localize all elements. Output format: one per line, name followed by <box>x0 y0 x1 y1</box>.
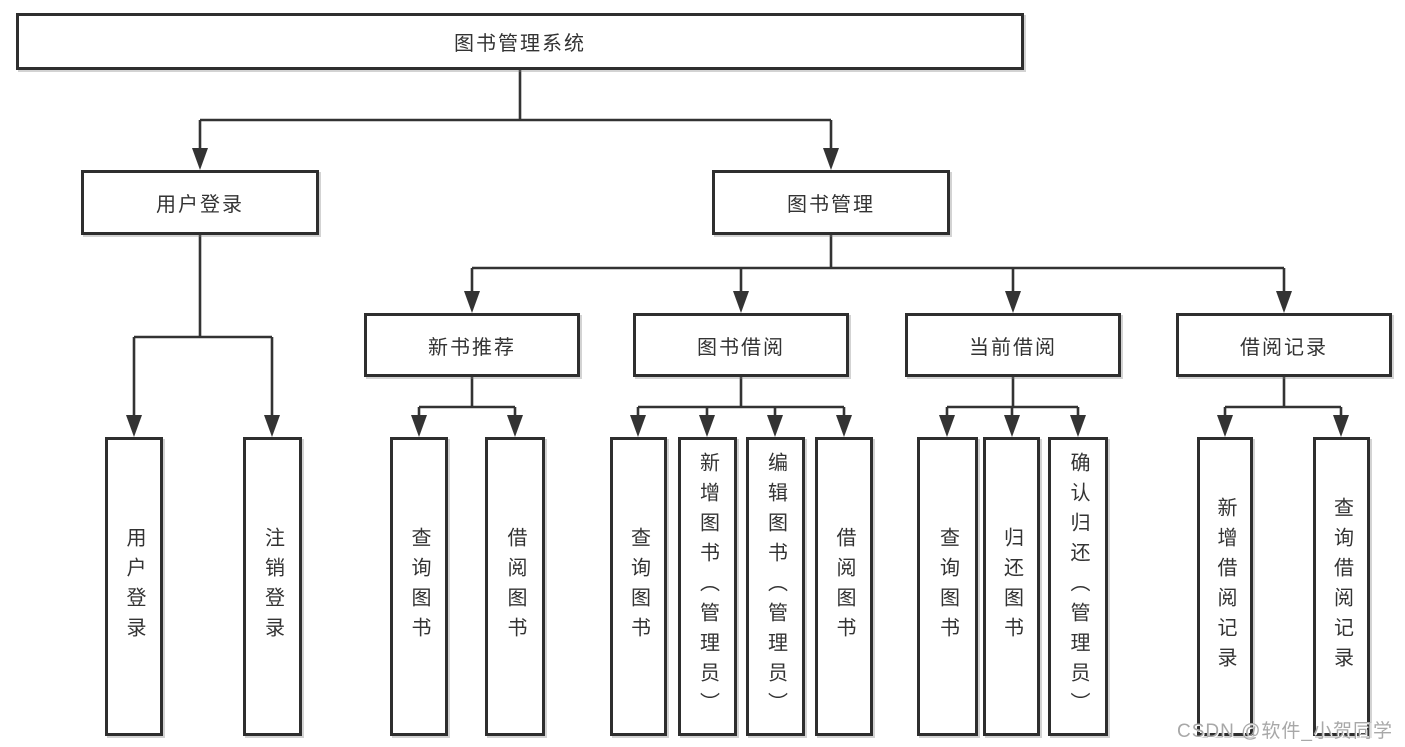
leaf-return-book: 归还图书 <box>983 437 1040 736</box>
node-label: 图书管理 <box>787 194 875 216</box>
node-label: 用户登录 <box>156 194 244 216</box>
node-label: 新增图书（管理员） <box>696 451 719 722</box>
node-label: 归还图书 <box>1000 526 1023 647</box>
leaf-borrow-book: 借阅图书 <box>815 437 873 736</box>
node-book-borrow: 图书借阅 <box>633 313 849 377</box>
leaf-user-login: 用户登录 <box>105 437 163 736</box>
leaf-query-borrow-record: 查询借阅记录 <box>1313 437 1370 736</box>
leaf-edit-book-admin: 编辑图书（管理员） <box>746 437 805 736</box>
node-label: 图书管理系统 <box>454 33 586 55</box>
node-label: 查询图书 <box>408 526 430 647</box>
leaf-confirm-return-admin: 确认归还（管理员） <box>1048 437 1108 736</box>
node-label: 新增借阅记录 <box>1214 496 1236 677</box>
node-new-book-recommend: 新书推荐 <box>364 313 580 377</box>
node-label: 借阅图书 <box>833 526 855 647</box>
node-user-login-branch: 用户登录 <box>81 170 319 235</box>
leaf-query-book-recommend: 查询图书 <box>390 437 448 736</box>
node-borrow-records: 借阅记录 <box>1176 313 1392 377</box>
leaf-add-book-admin: 新增图书（管理员） <box>678 437 737 736</box>
node-label: 确认归还（管理员） <box>1067 451 1089 722</box>
leaf-query-book-current: 查询图书 <box>917 437 978 736</box>
node-current-borrow: 当前借阅 <box>905 313 1121 377</box>
node-label: 查询图书 <box>627 526 650 647</box>
node-label: 借阅图书 <box>504 526 526 647</box>
node-label: 当前借阅 <box>969 336 1057 359</box>
node-label: 用户登录 <box>123 526 145 647</box>
node-label: 借阅记录 <box>1240 336 1328 359</box>
node-label: 图书借阅 <box>697 336 785 359</box>
node-label: 编辑图书（管理员） <box>764 451 787 722</box>
node-label: 注销登录 <box>261 526 284 647</box>
leaf-query-book-borrow: 查询图书 <box>610 437 667 736</box>
leaf-add-borrow-record: 新增借阅记录 <box>1197 437 1253 736</box>
leaf-borrow-book-recommend: 借阅图书 <box>485 437 545 736</box>
node-library-management-system: 图书管理系统 <box>16 13 1024 70</box>
node-label: 查询图书 <box>936 526 959 647</box>
leaf-logout-login: 注销登录 <box>243 437 302 736</box>
node-label: 查询借阅记录 <box>1330 496 1353 677</box>
node-label: 新书推荐 <box>428 336 516 359</box>
node-book-management-branch: 图书管理 <box>712 170 950 235</box>
csdn-watermark: CSDN @软件_小贺同学 <box>1177 721 1393 742</box>
